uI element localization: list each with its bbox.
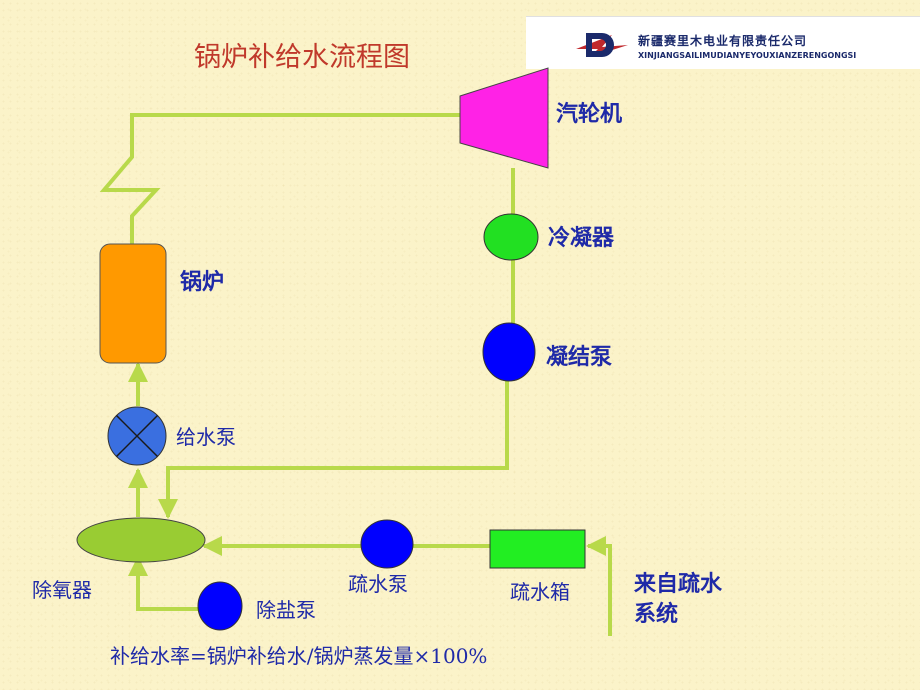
drain-tank-icon [489, 529, 586, 569]
deaerator-icon [76, 517, 206, 563]
deaerator-label: 除氧器 [32, 578, 92, 602]
makeup-pipe [128, 556, 198, 611]
company-emblem-icon [576, 33, 628, 57]
drain-system-label: 来自疏水系统 [634, 572, 723, 627]
company-name-cn: 新疆赛里木电业有限责任公司 [638, 34, 808, 48]
desalt-pump-label: 除盐泵 [256, 598, 316, 622]
turbine-label: 汽轮机 [556, 102, 623, 127]
desalt-pump-icon [197, 581, 243, 631]
drain-system-pipe [586, 536, 612, 636]
drain-pump-label: 疏水泵 [348, 572, 408, 596]
condensate-pump-icon [482, 322, 536, 382]
pipes [99, 113, 612, 636]
company-name-en: XINJIANGSAILIMUDIANYEYOUXIANZERENGONGSI [638, 51, 857, 60]
main-steam-pipe [99, 113, 462, 244]
condenser-icon [483, 213, 539, 261]
steam-turbine-icon [459, 67, 549, 169]
company-logo: 新疆赛里木电业有限责任公司 XINJIANGSAILIMUDIANYEYOUXI… [526, 16, 920, 69]
feed-pump-label: 给水泵 [176, 425, 236, 449]
condensate-return-pipe [158, 380, 509, 519]
boiler-icon [99, 243, 167, 364]
makeup-rate-formula: 补给水率=锅炉补给水/锅炉蒸发量×100% [110, 644, 488, 668]
condensate-pump-label: 凝结泵 [546, 345, 613, 370]
drain-tank-label: 疏水箱 [510, 580, 570, 604]
page-title: 锅炉补给水流程图 [194, 42, 410, 73]
drain-pump-icon [360, 519, 414, 569]
boiler-label: 锅炉 [180, 270, 225, 295]
condenser-label: 冷凝器 [548, 226, 615, 251]
feed-water-pump-icon [107, 406, 167, 466]
